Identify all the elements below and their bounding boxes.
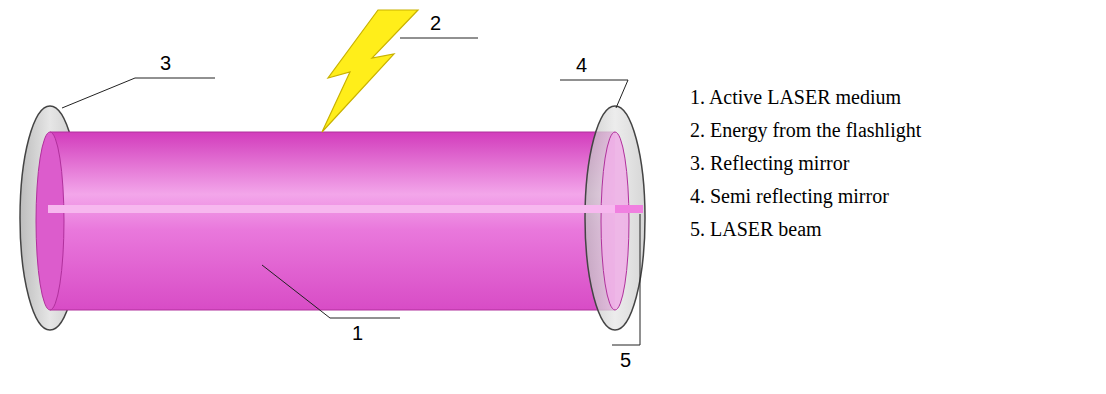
part-list-item: 4. Semi reflecting mirror [690,185,889,208]
callout-number: 1 [352,322,363,345]
part-list-item: 1. Active LASER medium [690,86,901,109]
part-list-item: 5. LASER beam [690,218,822,241]
leader-line [262,265,400,318]
part-list-item: 2. Energy from the flashlight [690,119,921,142]
tube-edge [50,310,615,311]
leader-line [612,214,640,345]
part-list-item: 3. Reflecting mirror [690,152,849,175]
callout-number: 4 [576,54,587,77]
leader-line [62,78,215,108]
leader-line [400,38,478,39]
tube-edge [50,132,615,133]
laser-beam [48,205,615,213]
semi-reflecting-mirror [585,106,645,330]
laser-beam [615,205,643,213]
callout-number: 5 [620,349,631,372]
callout-number: 3 [160,52,171,75]
leader-line [560,80,628,108]
callout-number: 2 [430,12,441,35]
tube-end [36,132,64,310]
active-medium [50,132,615,310]
tube-end [601,132,629,310]
lightning-bolt [322,10,418,132]
